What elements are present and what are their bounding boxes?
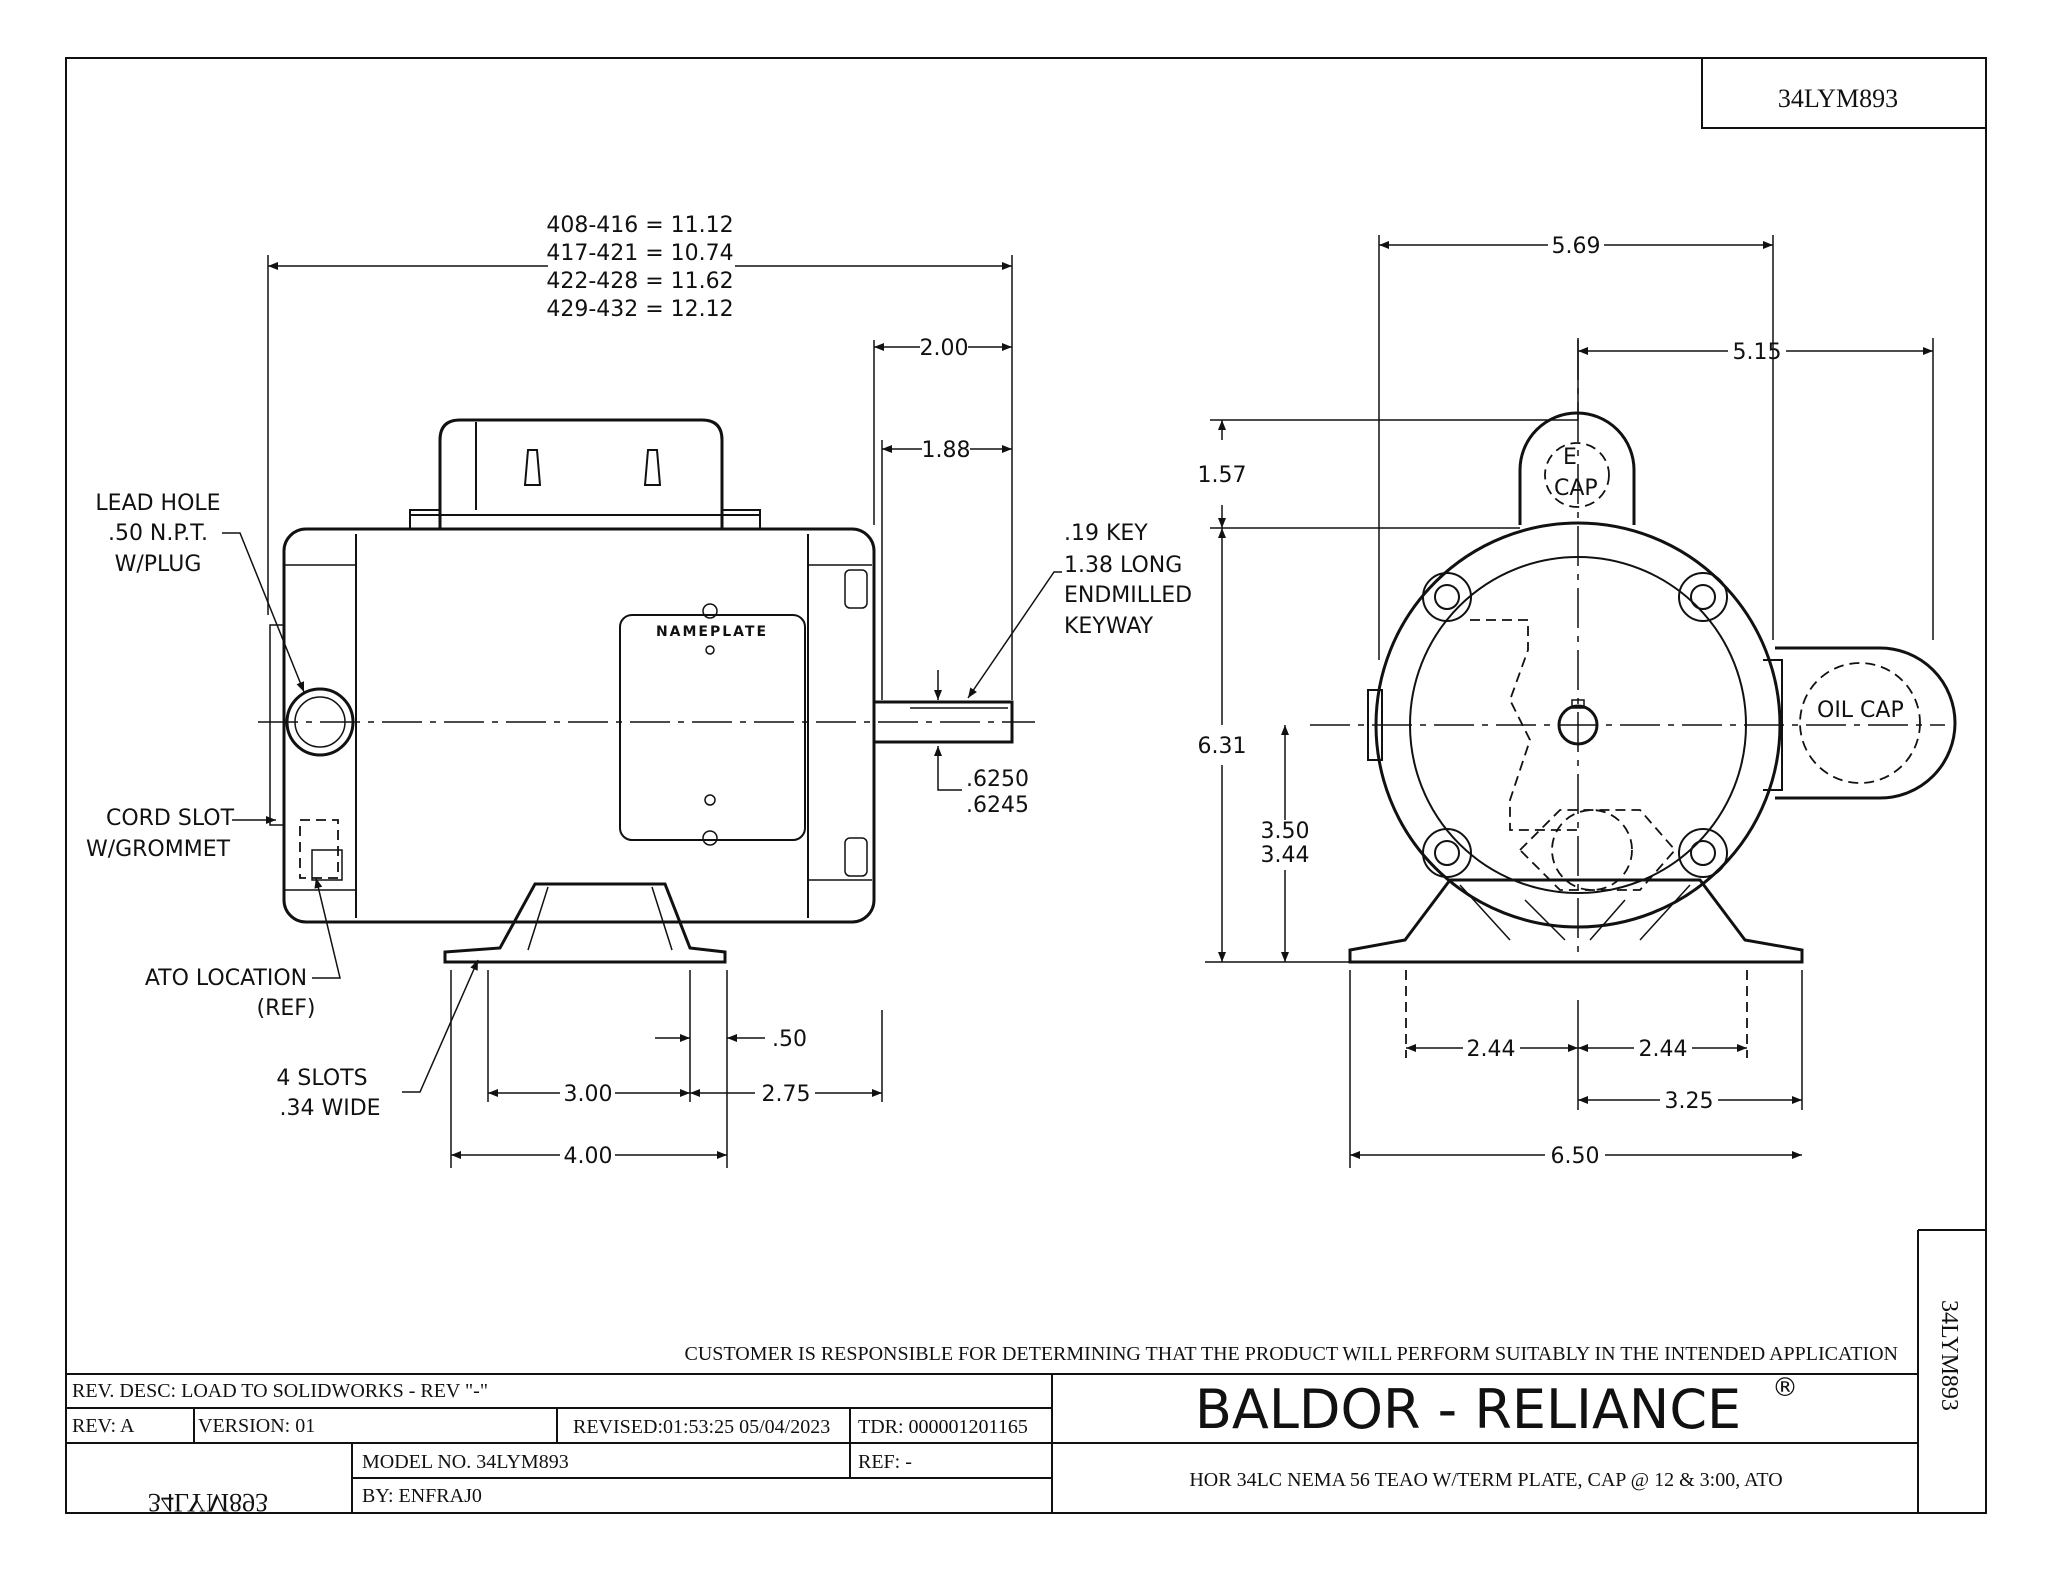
nameplate-label: NAMEPLATE: [656, 624, 768, 640]
slots-note: 4 SLOTS .34 WIDE: [276, 959, 479, 1121]
svg-text:E: E: [1563, 445, 1577, 470]
dim-1-57: 1.57: [1198, 463, 1247, 488]
svg-text:.50 N.P.T.: .50 N.P.T.: [108, 521, 208, 546]
svg-text:(REF): (REF): [256, 996, 315, 1021]
end-shaft: [1557, 704, 1599, 746]
svg-text:4 SLOTS: 4 SLOTS: [276, 1066, 367, 1091]
dim-6-50: 6.50: [1551, 1144, 1600, 1169]
rev: REV: A: [72, 1415, 135, 1437]
svg-text:417-421 = 10.74: 417-421 = 10.74: [546, 241, 733, 266]
registered-mark: ®: [1772, 1373, 1798, 1403]
svg-text:OIL CAP: OIL CAP: [1817, 698, 1904, 723]
top-part-number: 34LYM893: [1778, 84, 1898, 113]
dim-3-25: 3.25: [1665, 1089, 1714, 1114]
top-part-number-box: 34LYM893: [1701, 58, 1986, 129]
dim-2-44-right: 2.44: [1639, 1037, 1688, 1062]
svg-text:408-416 = 11.12: 408-416 = 11.12: [546, 213, 733, 238]
end-view: E CAP OIL CAP 5.69 5.15 1.57 6.31: [1198, 234, 1957, 1169]
ato-location-note: ATO LOCATION (REF): [145, 877, 341, 1021]
lead-hole: [285, 687, 355, 757]
motor-shaft: [872, 700, 1014, 744]
key-note: .19 KEY 1.38 LONG ENDMILLED KEYWAY: [934, 521, 1192, 700]
conduit-box: [438, 418, 724, 529]
dim-2-75: 2.75: [762, 1082, 811, 1107]
drawing-border: [65, 57, 1987, 1514]
svg-text:422-428 = 11.62: 422-428 = 11.62: [546, 269, 733, 294]
customer-note: CUSTOMER IS RESPONSIBLE FOR DETERMINING …: [684, 1343, 1898, 1365]
svg-text:.34 WIDE: .34 WIDE: [279, 1096, 380, 1121]
end-mounting-base: [1348, 878, 1804, 964]
svg-text:3.50: 3.50: [1261, 819, 1310, 844]
mounting-base: [443, 882, 727, 964]
model-no: MODEL NO. 34LYM893: [362, 1451, 569, 1473]
svg-text:1.38 LONG: 1.38 LONG: [1064, 553, 1182, 578]
cord-slot-grommet: [299, 819, 339, 879]
length-table: 408-416 = 11.12 417-421 = 10.74 422-428 …: [546, 213, 733, 322]
shaft-diameter: .6250 .6245: [934, 746, 1029, 818]
cord-slot-note: CORD SLOT W/GROMMET: [86, 806, 276, 862]
motor-frame-body: [282, 527, 876, 924]
dim-3-00: 3.00: [564, 1082, 613, 1107]
side-view: NAMEPLATE 408-416 = 11.12 417-421 = 10.7…: [86, 213, 1192, 1169]
dim-0-50: .50: [772, 1027, 807, 1052]
svg-text:.6245: .6245: [966, 793, 1029, 818]
svg-text:429-432 = 12.12: 429-432 = 12.12: [546, 297, 733, 322]
description: HOR 34LC NEMA 56 TEAO W/TERM PLATE, CAP …: [1189, 1469, 1782, 1491]
svg-text:ENDMILLED: ENDMILLED: [1064, 583, 1192, 608]
dim-1-88: 1.88: [922, 438, 971, 463]
svg-text:W/GROMMET: W/GROMMET: [86, 837, 231, 862]
oil-cap: [1775, 646, 1957, 800]
rev-desc: REV. DESC: LOAD TO SOLIDWORKS - REV "-": [72, 1380, 488, 1402]
dim-5-15: 5.15: [1733, 340, 1782, 365]
title-block: CUSTOMER IS RESPONSIBLE FOR DETERMINING …: [66, 1229, 1986, 1517]
svg-text:.6250: .6250: [966, 767, 1029, 792]
dim-6-31: 6.31: [1198, 734, 1247, 759]
dim-2-00: 2.00: [920, 336, 969, 361]
by: BY: ENFRAJ0: [362, 1485, 482, 1507]
dim-2-44-left: 2.44: [1467, 1037, 1516, 1062]
lead-hole-note: LEAD HOLE .50 N.P.T. W/PLUG: [95, 491, 305, 693]
tdr: TDR: 000001201165: [858, 1416, 1028, 1438]
dim-4-00: 4.00: [564, 1144, 613, 1169]
revised: REVISED:01:53:25 05/04/2023: [573, 1416, 830, 1438]
svg-text:ATO LOCATION: ATO LOCATION: [145, 966, 307, 991]
side-part-number: 34LYM893: [1936, 1300, 1962, 1411]
svg-text:W/PLUG: W/PLUG: [115, 552, 202, 577]
e-cap: [1518, 411, 1636, 525]
mirrored-part-number: 34LYM893: [148, 1488, 268, 1517]
version: VERSION: 01: [198, 1415, 315, 1437]
end-frame-outer: [1374, 521, 1782, 929]
svg-text:LEAD HOLE: LEAD HOLE: [95, 491, 220, 516]
svg-text:CAP: CAP: [1554, 476, 1598, 501]
svg-text:.19 KEY: .19 KEY: [1064, 521, 1148, 546]
brand-name: BALDOR - RELIANCE: [1195, 1378, 1741, 1441]
through-bolts: [1422, 572, 1728, 878]
svg-text:KEYWAY: KEYWAY: [1064, 614, 1154, 639]
nameplate-outline: [619, 614, 806, 841]
ref: REF: -: [858, 1451, 912, 1473]
dim-5-69: 5.69: [1552, 234, 1601, 259]
svg-text:CORD SLOT: CORD SLOT: [106, 806, 235, 831]
svg-text:3.44: 3.44: [1261, 843, 1310, 868]
